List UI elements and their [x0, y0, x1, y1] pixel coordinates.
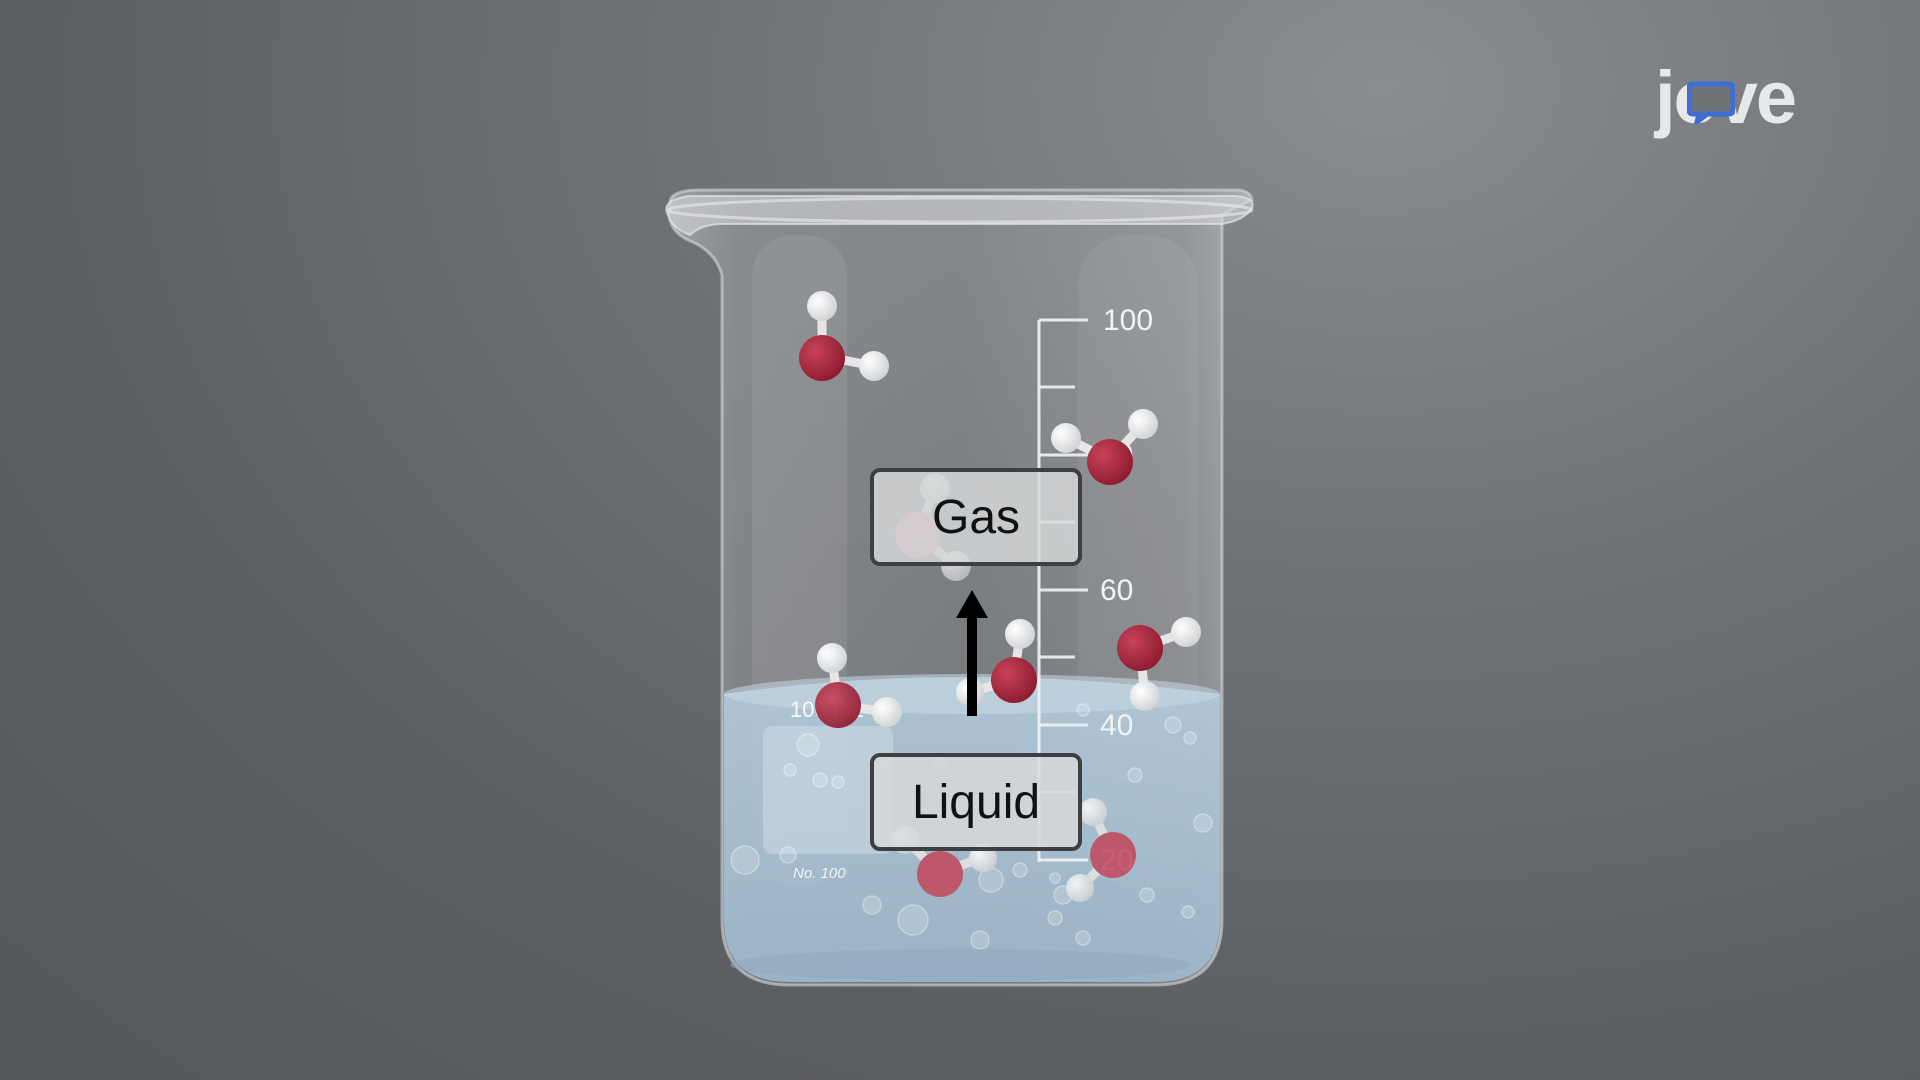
speech-bubble-icon	[1687, 81, 1735, 124]
beaker-rim	[665, 195, 1254, 237]
liquid-label: Liquid	[870, 753, 1082, 851]
water-molecule	[1117, 617, 1201, 711]
gas-label: Gas	[870, 468, 1082, 566]
liquid-label-text: Liquid	[911, 775, 1041, 829]
beaker-label-patch	[763, 726, 893, 854]
jove-logo: jove	[1655, 58, 1825, 148]
water-molecule	[1051, 409, 1158, 485]
water-molecule	[815, 643, 902, 728]
scale-tick-40: 40	[1100, 709, 1133, 742]
bubbles	[730, 703, 1213, 950]
water-molecule	[1066, 798, 1136, 902]
beaker-number-mark: No. 100	[793, 865, 846, 882]
gas-label-text: Gas	[931, 490, 1021, 544]
scale-tick-60: 60	[1100, 574, 1133, 607]
scale-tick-100: 100	[1103, 304, 1153, 337]
evaporation-arrow	[956, 590, 988, 716]
water-molecule	[799, 291, 889, 381]
